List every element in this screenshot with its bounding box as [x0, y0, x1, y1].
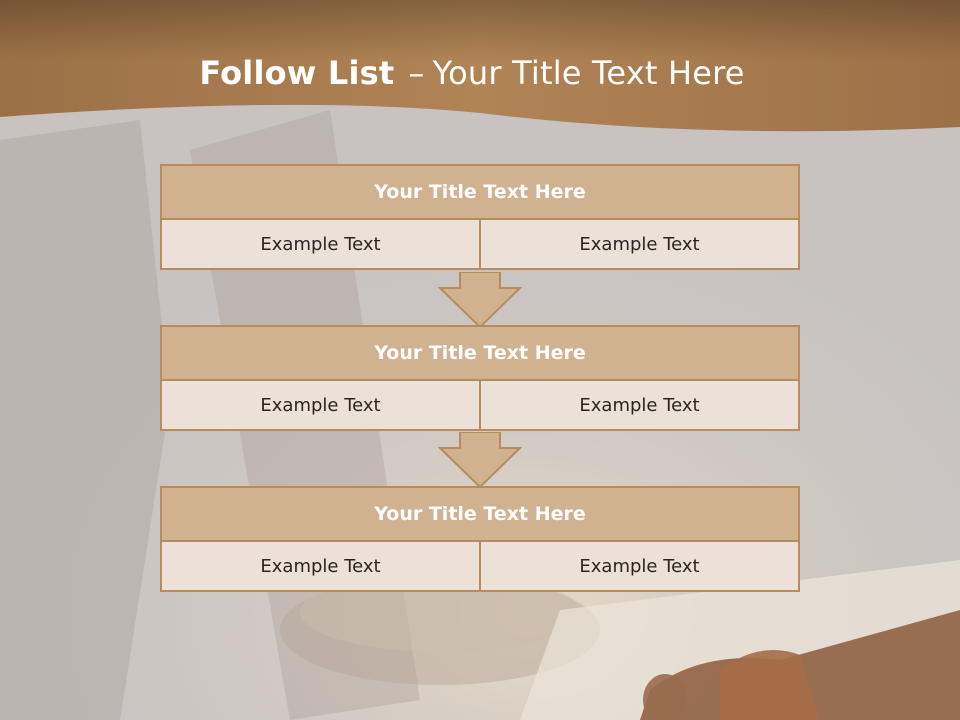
block-cell-right: Example Text — [481, 542, 800, 592]
block-cell-right: Example Text — [481, 220, 800, 270]
block-title: Your Title Text Here — [160, 486, 800, 542]
block-row: Example Text Example Text — [160, 220, 800, 270]
title-bold-part: Follow List — [199, 54, 395, 92]
title-dash: – — [408, 54, 425, 92]
list-block-2: Your Title Text Here Example Text Exampl… — [160, 325, 800, 431]
list-block-3: Your Title Text Here Example Text Exampl… — [160, 486, 800, 592]
block-title: Your Title Text Here — [160, 325, 800, 381]
block-row: Example Text Example Text — [160, 542, 800, 592]
list-block-1: Your Title Text Here Example Text Exampl… — [160, 164, 800, 270]
block-cell-left: Example Text — [160, 220, 481, 270]
down-arrow-icon — [438, 432, 522, 488]
block-title: Your Title Text Here — [160, 164, 800, 220]
title-rest-part: Your Title Text Here — [432, 54, 745, 92]
block-cell-left: Example Text — [160, 542, 481, 592]
slide-title: Follow List–Your Title Text Here — [0, 54, 944, 92]
block-cell-right: Example Text — [481, 381, 800, 431]
block-row: Example Text Example Text — [160, 381, 800, 431]
block-cell-left: Example Text — [160, 381, 481, 431]
down-arrow-icon — [438, 272, 522, 328]
